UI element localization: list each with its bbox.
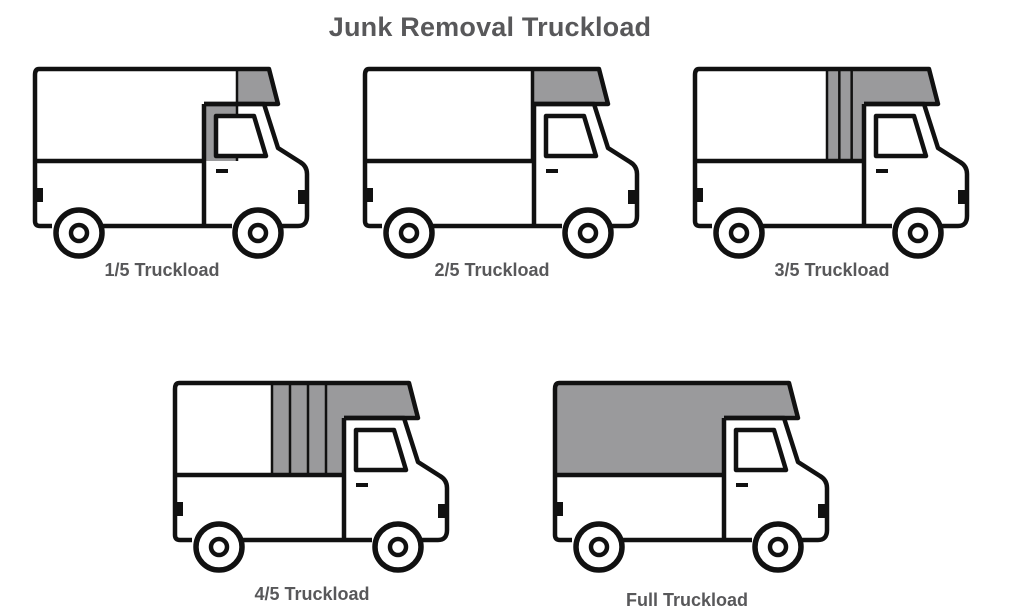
truck-load-fill (827, 69, 938, 161)
truck-window (353, 427, 409, 473)
truck-label-full: Full Truckload (625, 590, 749, 610)
wheel-hub (398, 222, 420, 244)
truck-label-4-5: 4/5 Truckload (254, 584, 370, 604)
truck-illustration-2-5 (362, 66, 652, 266)
truck-label-2-5: 2/5 Truckload (434, 260, 550, 280)
wheel-hub (588, 536, 610, 558)
wheel-hub (68, 222, 90, 244)
truck-rear-light (365, 188, 373, 202)
truck-window (543, 113, 599, 159)
truck-cab (531, 101, 640, 229)
truck-window (733, 427, 789, 473)
truck-window (213, 113, 269, 159)
truck-window (873, 113, 929, 159)
truck-box-left (692, 66, 712, 229)
truck-box-left (32, 66, 52, 229)
truck-illustration-1-5 (32, 66, 322, 266)
wheel-hub (728, 222, 750, 244)
truck-rear-light (555, 502, 563, 516)
truck-cab (721, 415, 830, 543)
truck-label-1-5: 1/5 Truckload (104, 260, 220, 280)
wheel-hub (767, 536, 789, 558)
truck-front-light (628, 190, 636, 204)
truck-svg (362, 66, 640, 259)
truck-load-fill (555, 383, 798, 475)
truck-svg (692, 66, 970, 259)
truck-svg (172, 380, 450, 573)
wheel-hub (247, 222, 269, 244)
truck-illustration-full (552, 380, 842, 580)
truck-svg (32, 66, 310, 259)
truck-svg (552, 380, 830, 573)
truck-illustration-4-5 (172, 380, 462, 580)
truck-front-light (298, 190, 306, 204)
truck-rear-light (175, 502, 183, 516)
wheel-hub (387, 536, 409, 558)
truck-rear-light (695, 188, 703, 202)
truck-front-light (818, 504, 826, 518)
truck-load-fill (532, 69, 608, 161)
truck-front-light (958, 190, 966, 204)
truck-front-light (438, 504, 446, 518)
wheel-hub (907, 222, 929, 244)
truck-label-3-5: 3/5 Truckload (774, 260, 890, 280)
truck-cab (861, 101, 970, 229)
truck-box-left (552, 380, 572, 543)
truck-box-left (362, 66, 382, 229)
truck-cab (341, 415, 450, 543)
truck-illustration-3-5 (692, 66, 982, 266)
truck-cab (201, 101, 310, 229)
truck-rear-light (35, 188, 43, 202)
truck-box-left (172, 380, 192, 543)
page-title: Junk Removal Truckload (328, 12, 652, 42)
wheel-hub (577, 222, 599, 244)
wheel-hub (208, 536, 230, 558)
